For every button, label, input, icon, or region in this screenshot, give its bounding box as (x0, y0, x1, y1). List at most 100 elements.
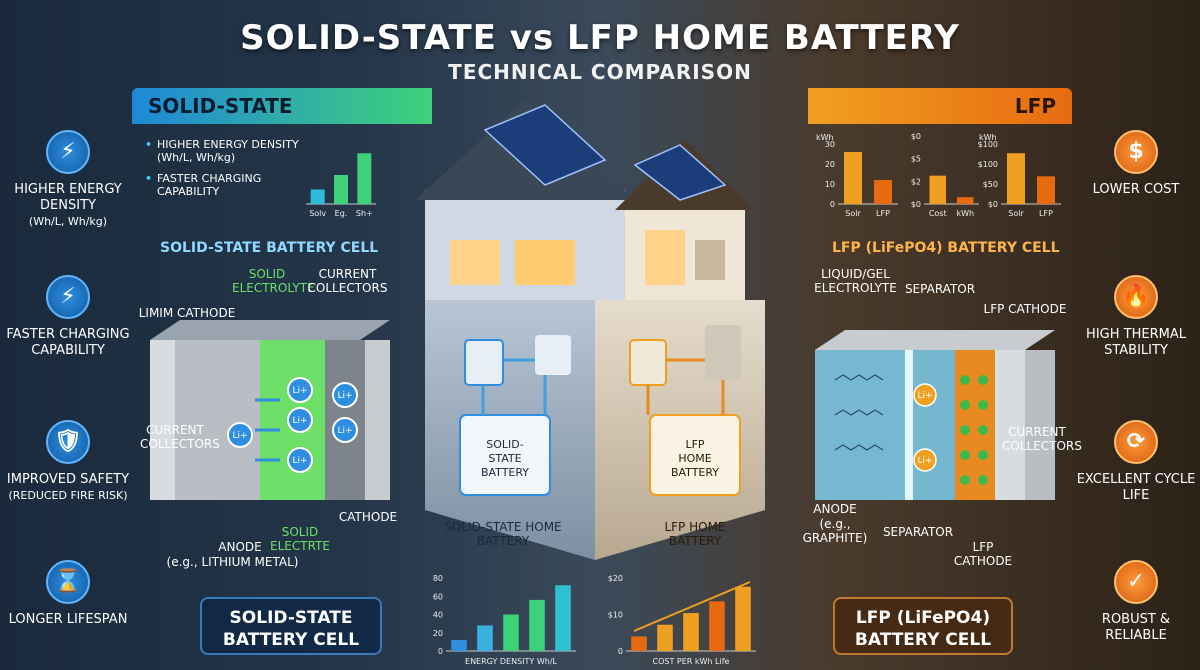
bar (683, 613, 699, 651)
liquid-electrolyte-label: LIQUID/GEL ELECTROLYTE (814, 267, 897, 295)
solid-bullets: •HIGHER ENERGY DENSITY (Wh/L, Wh/kg) •FA… (145, 138, 299, 198)
y-tick-label: 30 (825, 140, 835, 149)
bar (709, 601, 725, 651)
solid-state-battery-unit (459, 414, 551, 496)
y-tick-label: 20 (825, 160, 835, 169)
bar (874, 180, 892, 204)
solid-state-cell-card: SOLID-STATE BATTERY CELL (200, 597, 382, 655)
x-tick-label: kWh (956, 209, 974, 218)
bullet-text: (Wh/L, Wh/kg) (157, 151, 236, 164)
separator-bottom-label: SEPARATOR (882, 525, 954, 539)
y-tick-label: 20 (433, 629, 443, 638)
solid-electrte-label: SOLID ELECTRTE (270, 525, 330, 553)
shield-flame-icon: 🛡 (46, 420, 90, 464)
lfp-home-battery-label: LFP HOME BATTERY (664, 520, 726, 548)
separator (905, 350, 913, 500)
lfp-battery-unit (649, 414, 741, 496)
svg-text:Li+: Li+ (232, 431, 247, 441)
bar (844, 152, 862, 204)
bar (1007, 153, 1025, 204)
lithium-cathode-layer (175, 340, 260, 500)
svg-text:Li+: Li+ (917, 456, 932, 466)
bar (735, 586, 751, 651)
flame-icon: 🔥 (1114, 275, 1158, 319)
y-tick-label: $10 (608, 611, 623, 620)
page-title: SOLID-STATE vs LFP HOME BATTERY (240, 18, 960, 58)
svg-text:Li+: Li+ (337, 391, 352, 401)
window (450, 240, 500, 285)
x-tick-label: LFP (876, 209, 890, 218)
feature-thermal-stability: 🔥 HIGH THERMAL STABILITY (1072, 275, 1200, 359)
door (695, 240, 725, 280)
window (515, 240, 575, 285)
cycle-icon: ⟳ (1114, 420, 1158, 464)
y-tick-label: $100 (978, 160, 998, 169)
feature-lifespan: ⌛ LONGER LIFESPAN (4, 560, 132, 628)
lightning-icon: ⚡ (46, 130, 90, 174)
solar-panel-left (483, 104, 607, 186)
shield-check-icon: ✓ (1114, 560, 1158, 604)
inverter-box (629, 339, 667, 386)
bar (477, 625, 493, 651)
x-axis-label: COST PER kWh Life (653, 657, 730, 666)
lfp-cathode-layer (955, 350, 995, 500)
li-ion (227, 422, 253, 448)
x-tick-label: Solr (1008, 209, 1024, 218)
li-ion (913, 448, 937, 472)
y-tick-label: $5 (911, 155, 921, 164)
lfp-cell-diagram: Li+ Li+ (815, 330, 1055, 500)
x-tick-label: Eg. (335, 209, 348, 218)
lfp-cell-card: LFP (LiFePO4) BATTERY CELL (833, 597, 1013, 655)
li-ion (287, 377, 313, 403)
x-tick-label: Sh+ (356, 209, 373, 218)
bullet-text: FASTER CHARGING (157, 172, 262, 185)
bullet-text: HIGHER ENERGY DENSITY (157, 138, 299, 151)
svg-text:Li+: Li+ (917, 391, 932, 401)
feature-safety: 🛡 IMPROVED SAFETY (REDUCED FIRE RISK) (4, 420, 132, 504)
solid-electrolyte-label: SOLID ELECTROLYTE (232, 267, 315, 295)
solid-anode-sub-label: (e.g., LITHIUM METAL) (166, 555, 299, 569)
y-tick-label: $0 (911, 200, 921, 209)
x-axis-label: ENERGY DENSITY Wh/L (465, 657, 558, 666)
trend-arrow (633, 581, 751, 632)
feature-label: HIGH THERMAL STABILITY (1086, 327, 1186, 358)
bar (334, 175, 348, 204)
x-tick-label: Cost (929, 209, 947, 218)
inverter-box (464, 339, 504, 386)
svg-text:Li+: Li+ (292, 386, 307, 396)
current-collector-left (150, 340, 175, 500)
solid-state-banner: SOLID-STATE (132, 88, 432, 124)
svg-text:Li+: Li+ (337, 426, 352, 436)
y-tick-label: 80 (433, 574, 443, 583)
li-ion (287, 407, 313, 433)
y-tick-label: 60 (433, 592, 443, 601)
y-tick-label: $2 (911, 177, 921, 186)
y-tick-label: 0 (830, 200, 835, 209)
lfp-current-collectors-label: CURRENT COLLECTORS (1002, 425, 1082, 453)
feature-lower-cost: $ LOWER COST (1072, 130, 1200, 198)
cathode-label: CATHODE (338, 510, 398, 524)
y-axis-label: kWh (979, 133, 997, 142)
bar (555, 585, 571, 651)
feature-label: FASTER CHARGING CAPABILITY (6, 327, 130, 358)
feature-cycle-life: ⟳ EXCELLENT CYCLE LIFE (1072, 420, 1200, 504)
current-collector (995, 350, 1025, 500)
bar (310, 189, 325, 204)
bar (657, 624, 673, 651)
y-tick-label: 0 (618, 647, 623, 656)
bar (929, 175, 946, 204)
bar (357, 153, 372, 204)
dollar-icon: $ (1114, 130, 1158, 174)
x-tick-label: Solr (845, 209, 861, 218)
feature-label: ROBUST & RELIABLE (1101, 612, 1171, 643)
feature-sub: (REDUCED FIRE RISK) (8, 489, 128, 502)
y-tick-label: $100 (978, 140, 998, 149)
li-ion (913, 383, 937, 407)
